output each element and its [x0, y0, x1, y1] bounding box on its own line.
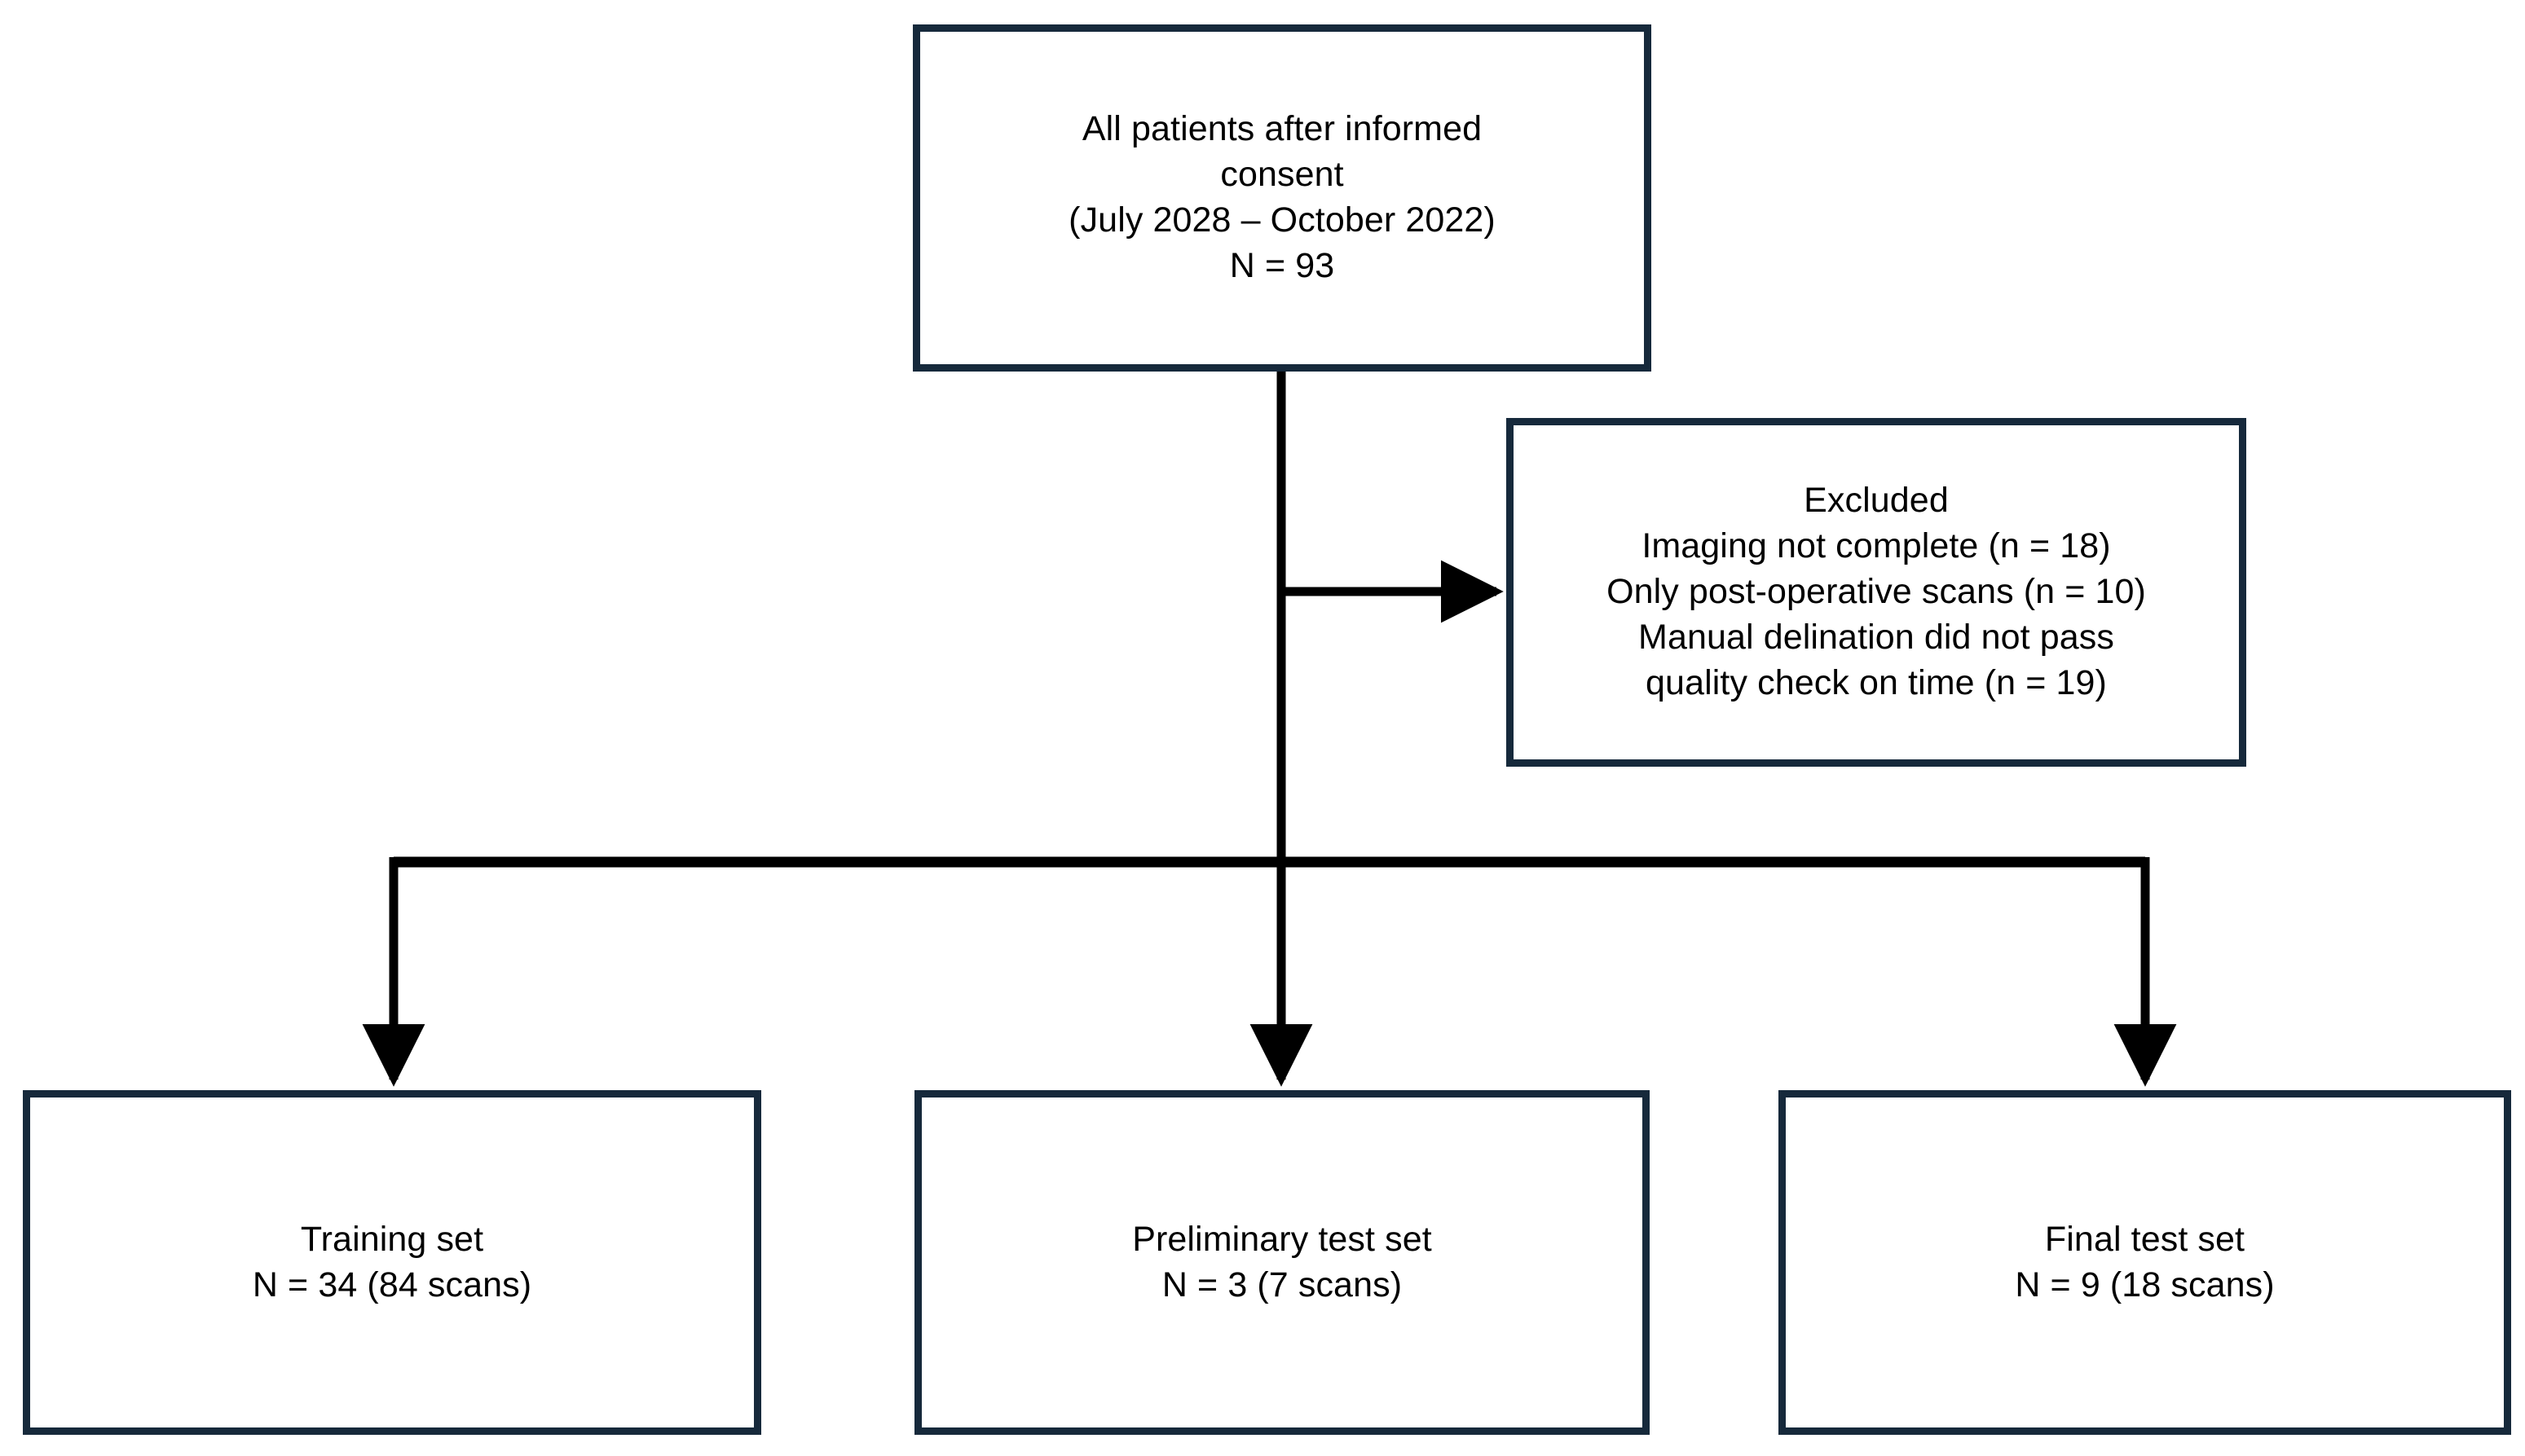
node-all-patients-text: All patients after informed consent (Jul…	[1069, 109, 1496, 285]
node-training-set-text: Training set N = 34 (84 scans)	[252, 1219, 532, 1304]
node-final-test-set-text: Final test set N = 9 (18 scans)	[2015, 1219, 2275, 1304]
node-training-set: Training set N = 34 (84 scans)	[23, 1090, 761, 1435]
node-preliminary-test-set-text: Preliminary test set N = 3 (7 scans)	[1132, 1219, 1432, 1304]
node-excluded: Excluded Imaging not complete (n = 18) O…	[1506, 418, 2246, 767]
node-excluded-text: Excluded Imaging not complete (n = 18) O…	[1606, 481, 2146, 702]
node-preliminary-test-set: Preliminary test set N = 3 (7 scans)	[914, 1090, 1650, 1435]
node-final-test-set: Final test set N = 9 (18 scans)	[1778, 1090, 2511, 1435]
node-all-patients: All patients after informed consent (Jul…	[913, 24, 1651, 372]
